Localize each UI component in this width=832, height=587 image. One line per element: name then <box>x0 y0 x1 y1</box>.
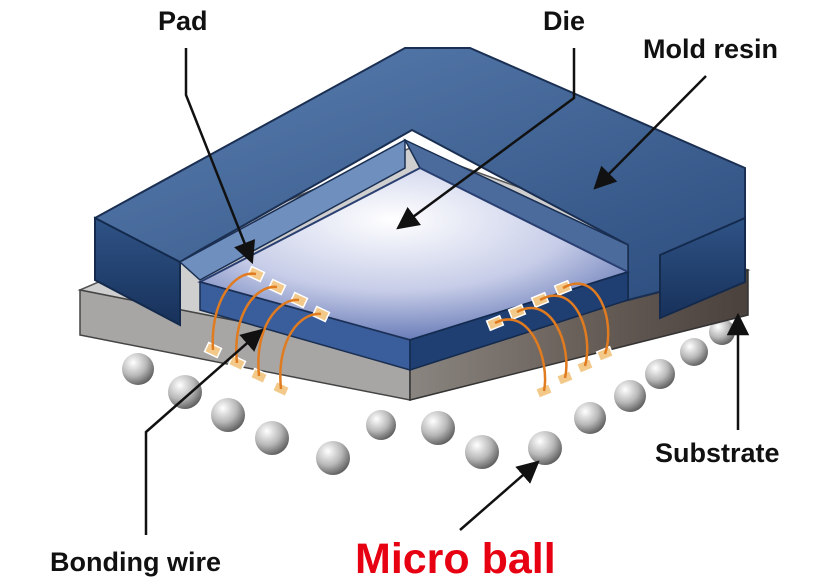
bonding-wire <box>211 272 257 351</box>
bonding-group-right <box>485 279 615 400</box>
bonding-wire-arrow <box>144 328 264 535</box>
micro-ball <box>645 359 675 389</box>
bonding-wire <box>516 306 568 379</box>
micro-ball <box>211 398 245 432</box>
bonding-wire <box>279 312 322 390</box>
mold-resin-right-side <box>659 216 746 320</box>
die-arrow <box>396 48 576 230</box>
bonding-wire <box>235 285 278 364</box>
micro-ball-arrow <box>459 460 540 531</box>
micro-ball <box>366 410 396 440</box>
micro-ball <box>528 431 562 465</box>
leader-lines <box>144 48 750 535</box>
mold-resin-arrow <box>593 75 707 190</box>
bonding-wire <box>257 298 300 377</box>
substrate-label: Substrate <box>655 438 780 468</box>
micro-ball <box>316 441 350 475</box>
die-label: Die <box>543 6 586 36</box>
micro-ball <box>122 353 154 385</box>
bonding-wire-label: Bonding wire <box>50 547 221 577</box>
micro-ball <box>680 338 708 366</box>
micro-ball <box>255 421 289 455</box>
micro-ball <box>168 375 202 409</box>
bonding-group-left <box>203 265 331 398</box>
micro-ball <box>574 402 606 434</box>
bonding-wire <box>539 294 589 367</box>
mold-resin-left-side <box>94 216 181 327</box>
bonding-wire <box>494 318 547 392</box>
micro-ball <box>614 380 646 412</box>
pad-label: Pad <box>158 6 208 36</box>
mold-resin-label: Mold resin <box>643 34 779 64</box>
micro-ball <box>465 435 499 469</box>
micro-balls <box>122 319 735 475</box>
pad-arrow <box>184 48 256 265</box>
micro-ball-label: Micro ball <box>355 535 556 583</box>
micro-ball <box>421 411 455 445</box>
bonding-wire <box>562 282 610 355</box>
